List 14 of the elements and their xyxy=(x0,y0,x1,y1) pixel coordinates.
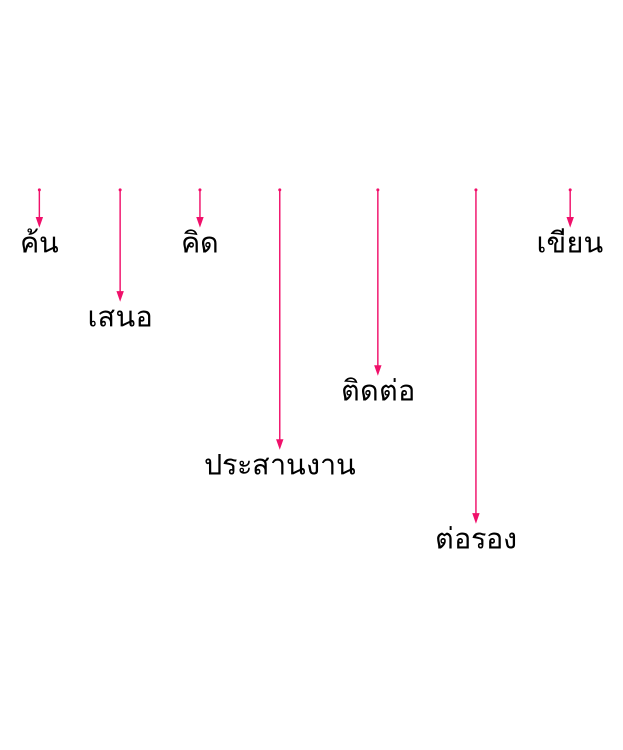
arrow xyxy=(36,191,44,228)
node-text: คิด xyxy=(180,225,219,260)
arrow xyxy=(374,191,382,376)
node-text: ติดต่อ xyxy=(340,374,415,408)
arrow xyxy=(566,191,574,228)
node-text: เสนอ xyxy=(88,300,153,334)
arrow xyxy=(472,191,480,524)
node-text: ประสานงาน xyxy=(204,448,356,482)
arrow xyxy=(196,191,204,228)
arrow xyxy=(276,191,284,450)
node-text: ค้น xyxy=(20,225,59,260)
node-text: เขียน xyxy=(536,225,604,260)
node-text: ต่อรอง xyxy=(434,522,517,556)
arrow xyxy=(116,190,124,302)
